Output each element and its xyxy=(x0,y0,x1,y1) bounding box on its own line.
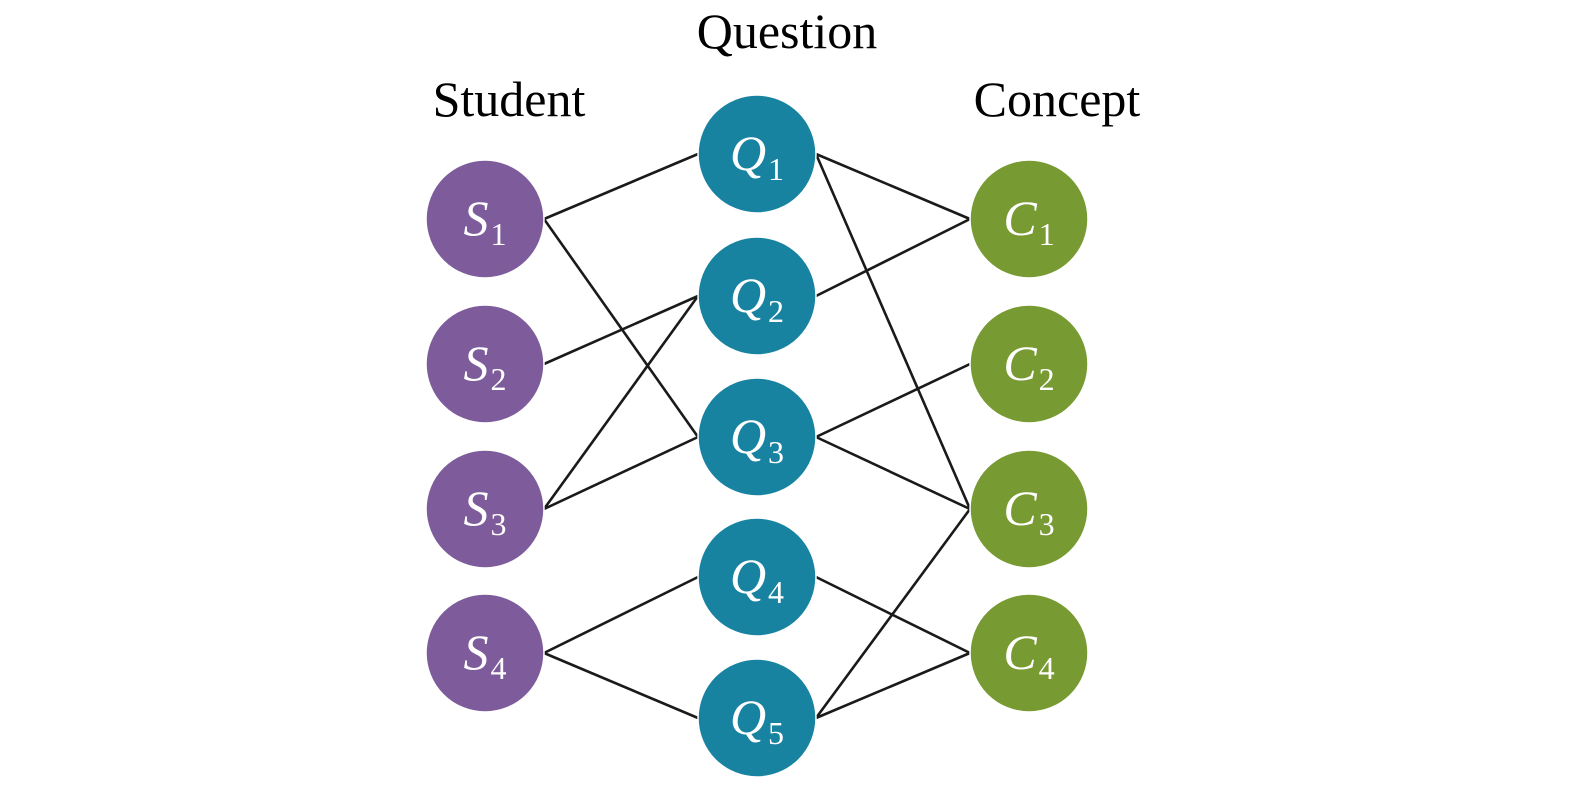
edge-q3-c3 xyxy=(815,435,971,511)
node-label-subscript: 4 xyxy=(768,574,784,610)
node-label-letter: C xyxy=(1003,624,1037,680)
concept-node-circle xyxy=(969,304,1089,424)
edge-s3-q3 xyxy=(543,435,699,511)
node-label-subscript: 3 xyxy=(491,506,507,542)
student-node-circle xyxy=(425,449,545,569)
concept-node-label: C2 xyxy=(1003,335,1054,397)
node-label-subscript: 1 xyxy=(1039,216,1055,252)
question-node-circle xyxy=(697,94,817,214)
edge-q5-c4 xyxy=(815,651,971,720)
concept-node-label: C1 xyxy=(1003,190,1054,252)
question-node-circle xyxy=(697,658,817,778)
concept-node-c2: C2 xyxy=(969,304,1089,424)
edge-q5-c3 xyxy=(814,508,972,719)
node-label-letter: C xyxy=(1003,480,1037,536)
question-node-label: Q5 xyxy=(730,689,784,751)
node-label-subscript: 4 xyxy=(1039,650,1055,686)
node-label-letter: Q xyxy=(730,408,766,464)
student-node-label: S2 xyxy=(464,335,507,397)
edge-q2-c1 xyxy=(815,217,971,298)
node-label-letter: S xyxy=(464,335,489,391)
edge-s4-q4 xyxy=(543,575,699,655)
edge-q1-c3 xyxy=(814,153,972,510)
node-label-letter: Q xyxy=(730,689,766,745)
student-node-label: S1 xyxy=(464,190,507,252)
question-node-circle xyxy=(697,517,817,637)
edge-s1-q3 xyxy=(542,218,700,438)
student-column-title: Student xyxy=(433,71,586,127)
concept-node-circle xyxy=(969,159,1089,279)
node-label-letter: S xyxy=(464,624,489,680)
student-node-circle xyxy=(425,593,545,713)
student-node-s4: S4 xyxy=(425,593,545,713)
node-label-letter: Q xyxy=(730,548,766,604)
node-label-letter: Q xyxy=(730,267,766,323)
question-node-circle xyxy=(697,377,817,497)
concept-node-c4: C4 xyxy=(969,593,1089,713)
node-label-letter: S xyxy=(464,480,489,536)
node-label-subscript: 3 xyxy=(1039,506,1055,542)
student-node-s3: S3 xyxy=(425,449,545,569)
question-node-label: Q4 xyxy=(730,548,784,610)
student-node-label: S3 xyxy=(464,480,507,542)
edge-s3-q2 xyxy=(542,295,700,510)
edge-q1-c1 xyxy=(815,152,971,221)
node-label-letter: C xyxy=(1003,335,1037,391)
edge-s2-q2 xyxy=(543,294,699,366)
node-label-subscript: 3 xyxy=(768,434,784,470)
node-label-subscript: 5 xyxy=(768,715,784,751)
edge-s4-q5 xyxy=(543,651,699,720)
question-node-label: Q1 xyxy=(730,125,784,187)
node-label-subscript: 2 xyxy=(491,361,507,397)
node-label-subscript: 4 xyxy=(491,650,507,686)
node-label-letter: C xyxy=(1003,190,1037,246)
question-node-q4: Q4 xyxy=(697,517,817,637)
question-node-label: Q3 xyxy=(730,408,784,470)
question-node-q3: Q3 xyxy=(697,377,817,497)
question-node-q1: Q1 xyxy=(697,94,817,214)
edge-q3-c2 xyxy=(815,362,971,439)
edge-s1-q1 xyxy=(543,152,699,221)
concept-node-circle xyxy=(969,593,1089,713)
node-label-letter: S xyxy=(464,190,489,246)
question-node-label: Q2 xyxy=(730,267,784,329)
node-label-subscript: 1 xyxy=(768,151,784,187)
concept-node-c3: C3 xyxy=(969,449,1089,569)
question-column-title: Question xyxy=(697,3,878,59)
concept-node-circle xyxy=(969,449,1089,569)
question-node-circle xyxy=(697,236,817,356)
concept-column-title: Concept xyxy=(974,71,1141,127)
node-label-letter: Q xyxy=(730,125,766,181)
question-node-q5: Q5 xyxy=(697,658,817,778)
student-node-label: S4 xyxy=(464,624,507,686)
student-node-s2: S2 xyxy=(425,304,545,424)
student-node-circle xyxy=(425,159,545,279)
node-label-subscript: 2 xyxy=(768,293,784,329)
concept-node-label: C3 xyxy=(1003,480,1054,542)
concept-node-label: C4 xyxy=(1003,624,1054,686)
node-label-subscript: 1 xyxy=(491,216,507,252)
concept-node-c1: C1 xyxy=(969,159,1089,279)
student-node-circle xyxy=(425,304,545,424)
student-node-s1: S1 xyxy=(425,159,545,279)
node-label-subscript: 2 xyxy=(1039,361,1055,397)
question-node-q2: Q2 xyxy=(697,236,817,356)
edges-layer xyxy=(542,152,972,720)
